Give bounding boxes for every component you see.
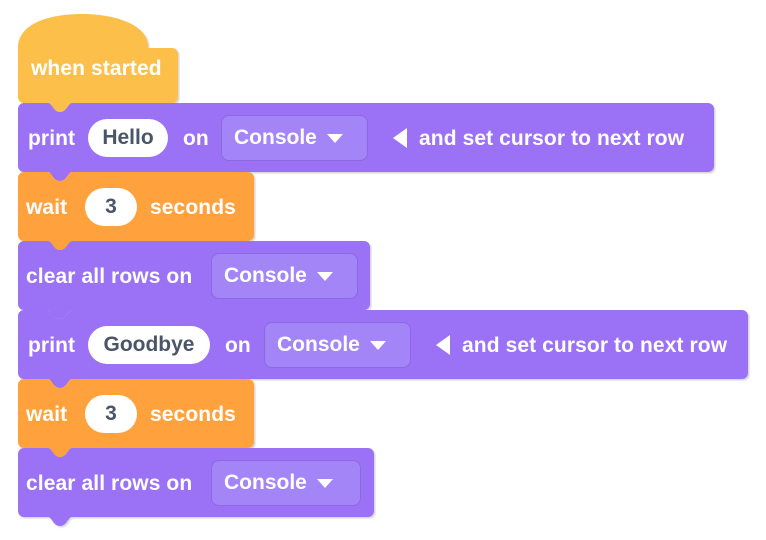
dropdown-console-2-value: Console [224,264,307,287]
block-label-on-2: on [225,334,251,357]
block-label-set-cursor-2: and set cursor to next row [462,334,728,357]
triangle-left-icon[interactable] [393,128,407,148]
dropdown-console-4-value: Console [224,471,307,494]
block-label-clear-rows-2: clear all rows on [26,472,193,495]
block-label-clear-rows-1: clear all rows on [26,265,193,288]
chevron-down-icon [326,133,343,143]
number-field-wait-2-value: 3 [105,402,117,425]
text-field-hello[interactable]: Hello [88,119,168,157]
number-field-wait-2[interactable]: 3 [85,395,137,433]
number-field-wait-1[interactable]: 3 [85,188,137,226]
dropdown-console-4[interactable]: Console [211,460,361,506]
triangle-left-icon[interactable] [436,335,450,355]
block-shape-when-started[interactable] [18,14,178,112]
block-label-when-started: when started [31,57,162,80]
dropdown-console-1-value: Console [234,126,317,149]
number-field-wait-1-value: 3 [105,195,117,218]
block-label-wait-2: wait [26,403,68,426]
chevron-down-icon [316,271,333,281]
dropdown-console-1[interactable]: Console [221,115,368,161]
dropdown-console-2[interactable]: Console [211,253,358,299]
text-field-goodbye-value: Goodbye [103,333,195,356]
dropdown-console-3[interactable]: Console [264,322,411,368]
dropdown-console-3-value: Console [277,333,360,356]
chevron-down-icon [316,478,333,488]
block-label-set-cursor-1: and set cursor to next row [419,127,685,150]
block-label-wait-1: wait [26,196,68,219]
text-field-goodbye[interactable]: Goodbye [88,326,210,364]
block-label-seconds-2: seconds [150,403,236,426]
chevron-down-icon [369,340,386,350]
block-label-on-1: on [183,127,209,150]
block-label-seconds-1: seconds [150,196,236,219]
block-label-print-1: print [28,127,76,150]
text-field-hello-value: Hello [102,126,154,149]
block-label-print-2: print [28,334,76,357]
